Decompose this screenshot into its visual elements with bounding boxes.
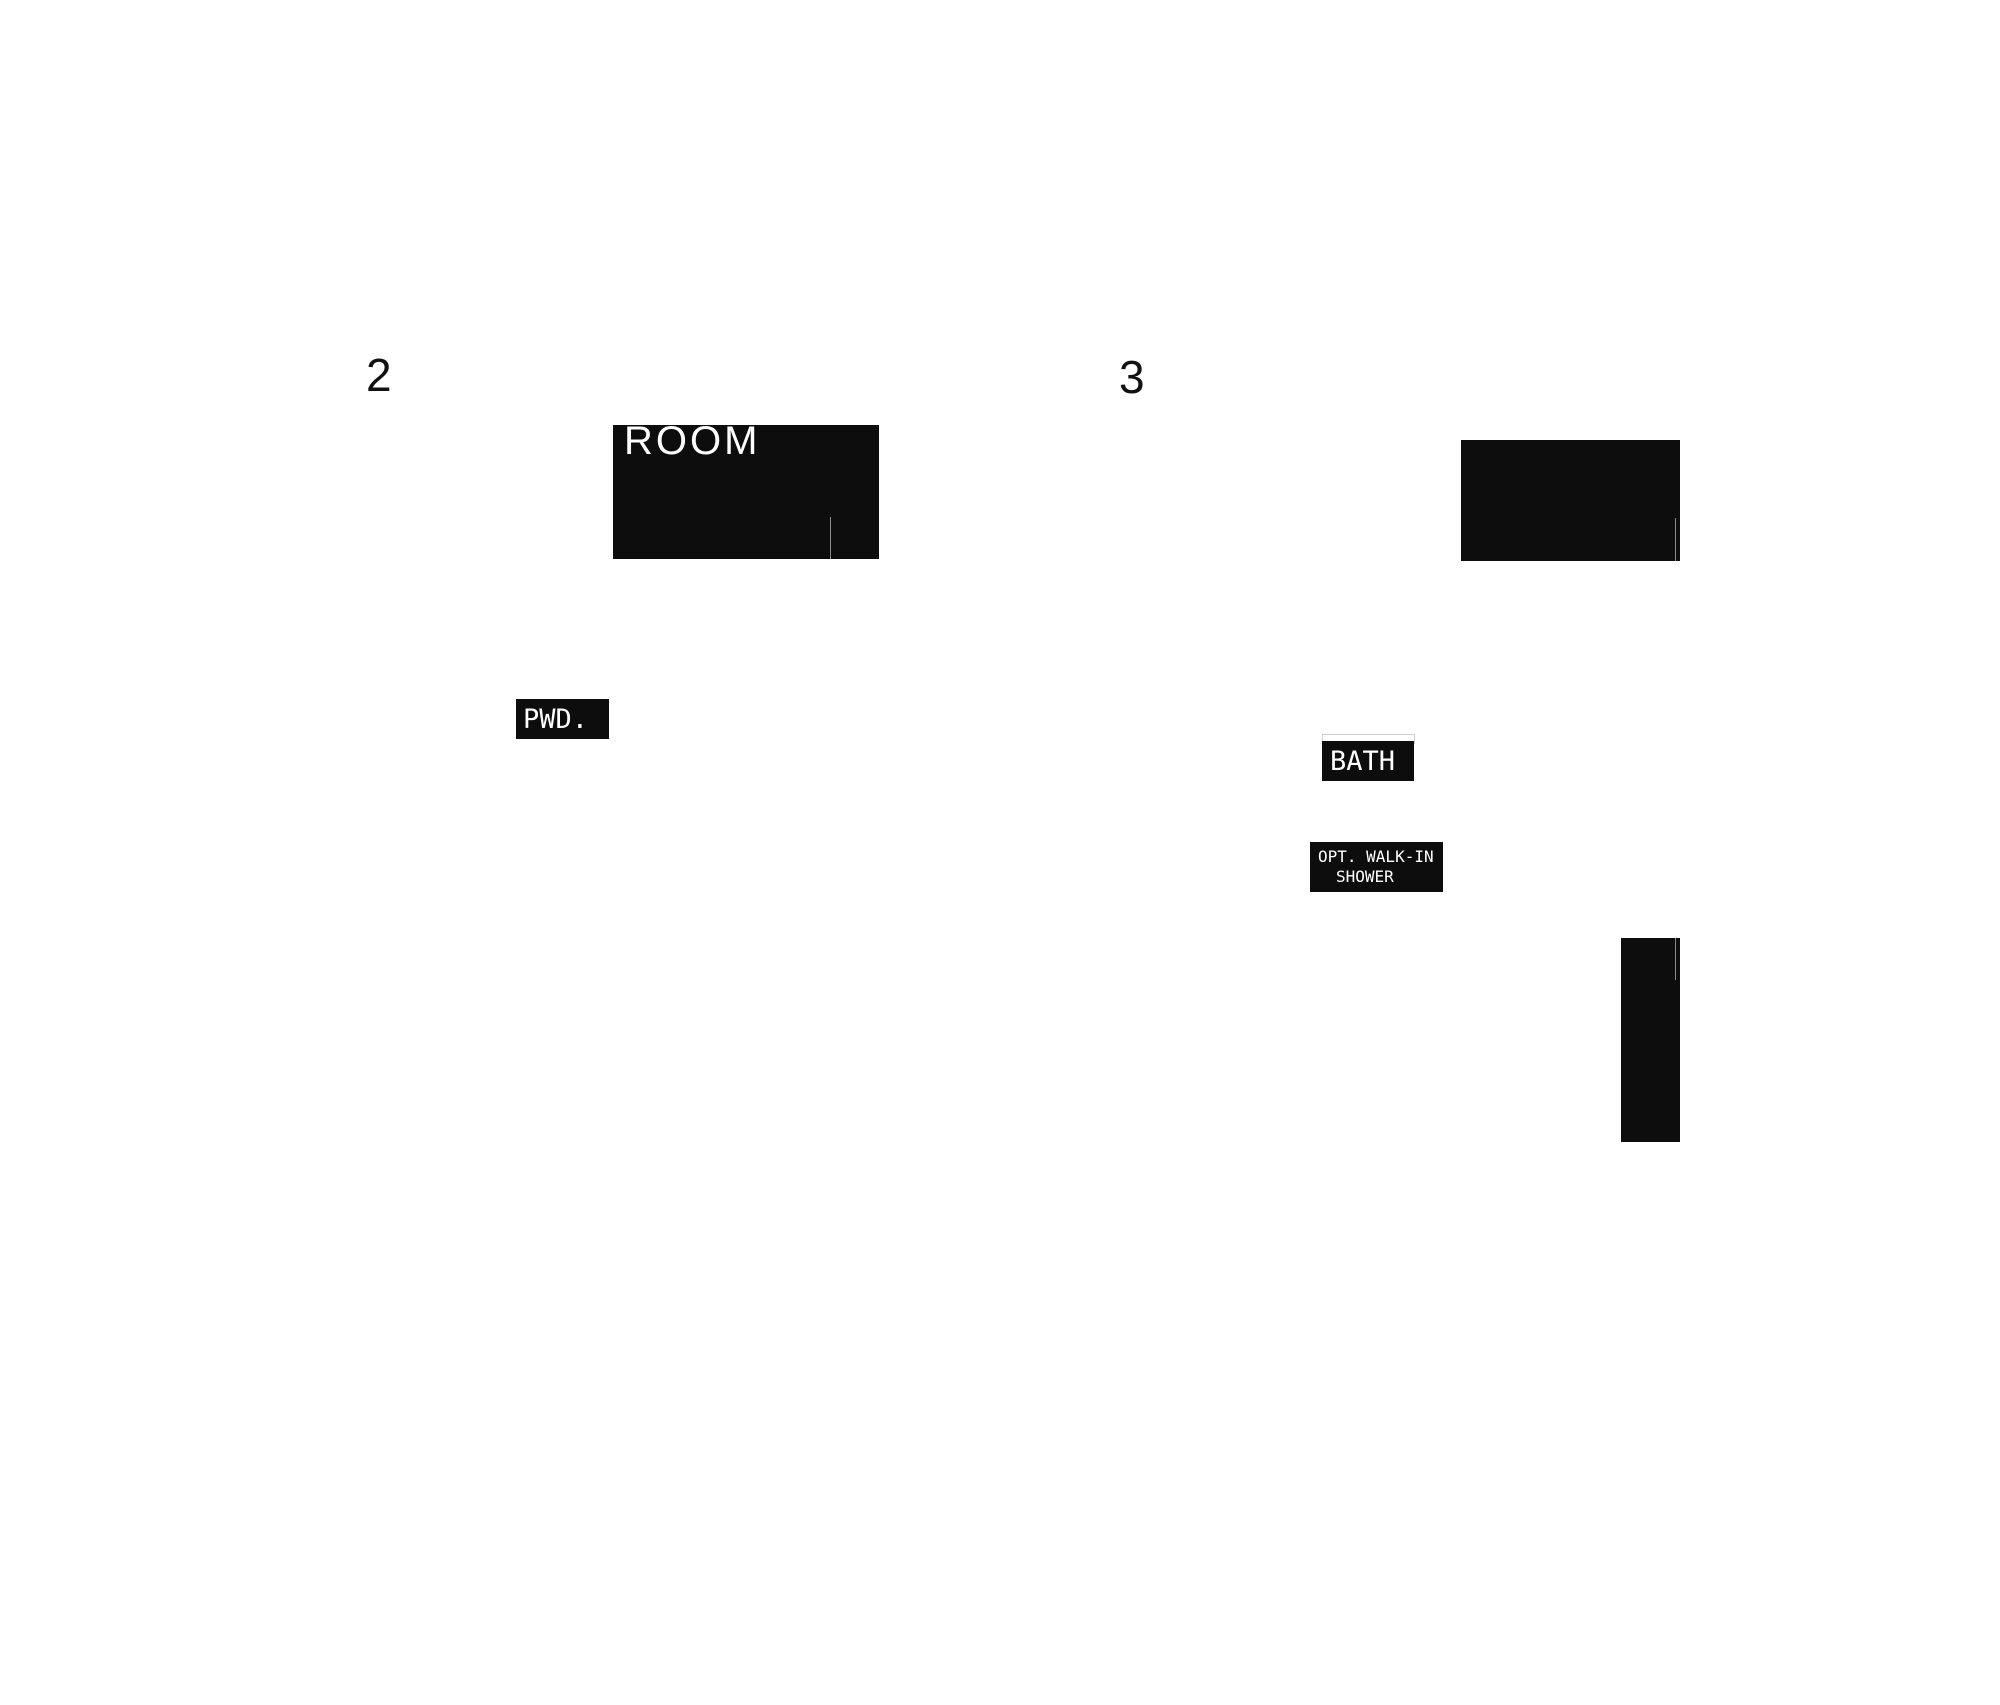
bath-label: BATH	[1322, 741, 1414, 781]
room-block: ROOM	[613, 425, 879, 559]
shower-label-line-1: OPT. WALK-IN	[1318, 847, 1434, 866]
shower-label: OPT. WALK-IN SHOWER	[1310, 842, 1443, 892]
plan-3-side-block-line	[1675, 938, 1676, 980]
plan-3-side-block	[1621, 938, 1680, 1142]
shower-label-line-2: SHOWER	[1336, 867, 1394, 886]
plan-3-top-block	[1461, 440, 1680, 561]
bath-label-outline	[1322, 734, 1415, 744]
plan-3-number: 3	[1119, 351, 1145, 403]
pwd-label: PWD.	[516, 699, 609, 739]
plan-2-number: 2	[366, 349, 392, 401]
room-label: ROOM	[624, 425, 761, 463]
plan-3-top-block-line	[1675, 518, 1676, 561]
room-divider-line	[830, 517, 831, 559]
